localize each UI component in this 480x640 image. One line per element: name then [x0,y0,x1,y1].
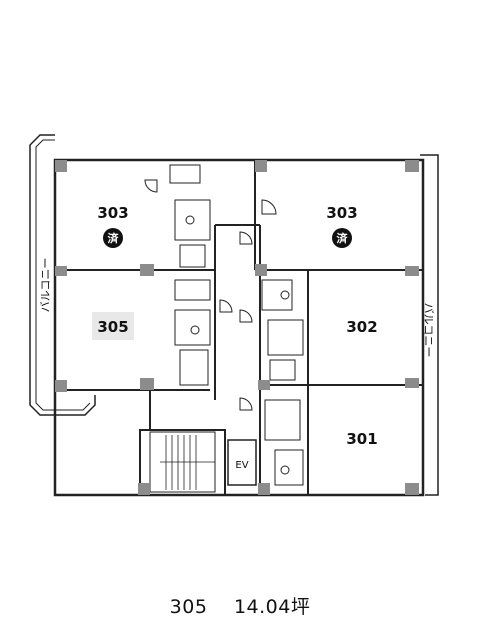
sold-badge-left-icon: 済 [108,231,120,245]
plan-caption: 305 14.04坪 [0,592,480,619]
outer-walls [29,134,439,497]
unit-301-label: 301 [346,430,377,448]
columns [55,160,419,495]
building-outline [53,158,425,497]
floor-plan: 303 済 303 済 305 302 301 バルコニー バルコニー EV [29,134,439,497]
caption-room: 305 [169,596,208,618]
caption-area: 14.04坪 [233,596,311,618]
sold-badge-left [103,228,123,248]
unit-305-label: 305 [97,318,128,336]
left-balcony-rail [29,134,96,416]
unit-305-highlight [92,312,134,340]
fixtures [144,164,304,486]
unit-303-left-label: 303 [97,204,128,222]
unit-303-right-label: 303 [326,204,357,222]
balcony-right-label: バルコニー [422,303,435,358]
core-block [139,429,257,496]
elevator-label: EV [235,460,248,471]
right-balcony-rail [420,154,439,496]
sold-badge-right-icon: 済 [337,231,349,245]
balcony-left-label: バルコニー [39,258,52,313]
unit-302-label: 302 [346,318,377,336]
elevator-shaft [227,439,257,486]
sold-badge-right [332,228,352,248]
